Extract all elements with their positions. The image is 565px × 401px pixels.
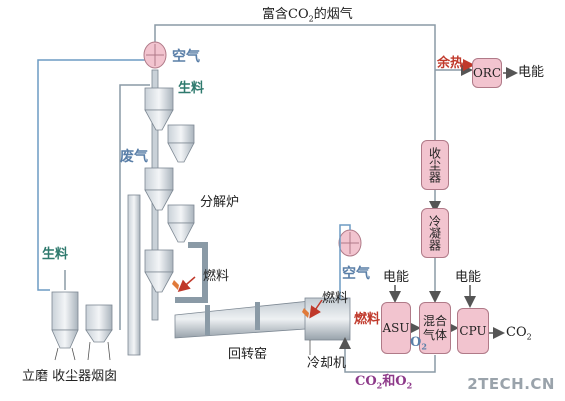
top-fan (143, 41, 167, 69)
fuel-label-2: 燃料 (322, 291, 349, 306)
bottom-equipment-label: 立磨 收尘器烟囱 (22, 369, 118, 384)
precalciner-label: 分解炉 (200, 195, 240, 210)
left-gas-loop-line (37, 59, 155, 291)
fuel-label-1: 燃料 (203, 269, 230, 284)
preheater-tower (144, 69, 195, 321)
asu-box: ASU (381, 302, 411, 354)
fuel-arrow-2 (309, 299, 323, 319)
cooler-fan (338, 229, 362, 257)
fuel-flame-1 (172, 280, 179, 290)
electricity-orc-label: 电能 (518, 65, 545, 80)
orc-box: ORC (472, 58, 502, 88)
fuel-label-3: 燃料 (354, 312, 381, 327)
co2-output-label: CO2 (506, 325, 532, 342)
flue-gas-loop-line (154, 24, 436, 140)
rich-co2-flue-gas-label: 富含CO2的烟气 (262, 7, 353, 24)
condenser-box: 冷凝器 (421, 208, 449, 258)
precalciner-duct (175, 242, 208, 303)
rotary-kiln (174, 299, 321, 339)
co2-o2-return-line (339, 337, 436, 373)
electricity-cpu-label: 电能 (455, 270, 482, 285)
o2-label: O2 (410, 335, 427, 352)
clinker-cooler (304, 297, 351, 355)
raw-material-top-label: 生料 (178, 81, 205, 96)
inner-loop-line (119, 84, 150, 330)
fuel-arrow-1 (177, 276, 196, 292)
dust-collector-box: 收尘器 (421, 140, 449, 190)
air-top-label: 空气 (172, 49, 200, 65)
cpu-box: CPU (457, 308, 489, 354)
watermark: 2TECH.CN (467, 375, 555, 393)
co2-o2-return-label: CO2和O2 (355, 374, 413, 391)
cooler-label: 冷却机 (307, 356, 347, 371)
air-cooler-label: 空气 (342, 266, 370, 282)
raw-material-left-label: 生料 (42, 247, 69, 262)
waste-heat-label: 余热 (437, 56, 464, 71)
waste-gas-label: 废气 (120, 149, 148, 165)
rotary-kiln-label: 回转窑 (228, 347, 268, 362)
cooler-air-line (339, 224, 351, 300)
electricity-asu-label: 电能 (383, 270, 410, 285)
fuel-flame-2 (302, 308, 309, 318)
mixed-gas-box: 混合气体 (419, 302, 451, 354)
dust-collector-small (85, 304, 113, 361)
chimney (127, 194, 141, 356)
vertical-mill (51, 291, 79, 361)
